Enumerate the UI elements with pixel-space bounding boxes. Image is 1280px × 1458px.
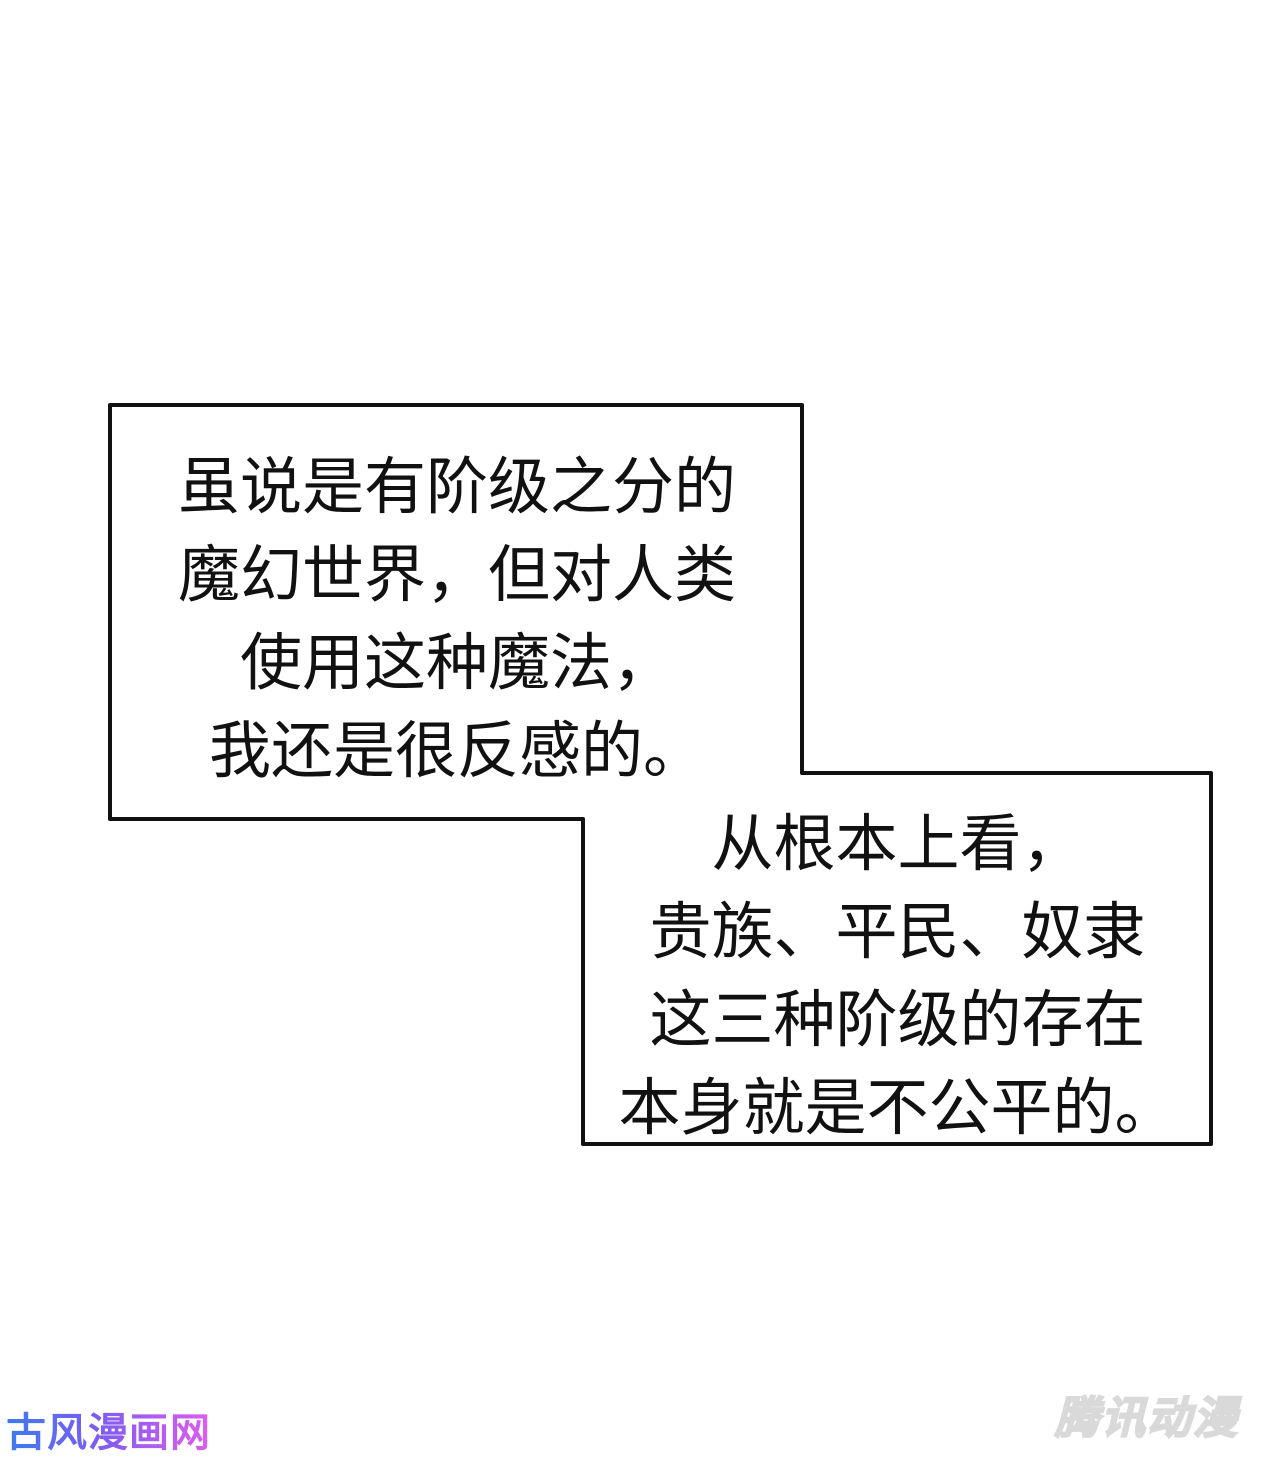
watermark-right: 腾讯动漫 bbox=[1054, 1392, 1239, 1445]
caption-line: 贵族、平民、奴隶 bbox=[649, 895, 1146, 968]
caption-line: 魔幻世界，但对人类 bbox=[177, 538, 736, 611]
caption-line: 使用这种魔法， bbox=[239, 626, 674, 699]
watermark-left: 古风漫画网 bbox=[6, 1400, 211, 1458]
caption-line: 从根本上看， bbox=[711, 807, 1084, 880]
caption-line: 这三种阶级的存在 bbox=[649, 983, 1146, 1056]
caption-line: 虽说是有阶级之分的 bbox=[177, 450, 736, 523]
caption-box-1: 虽说是有阶级之分的 魔幻世界，但对人类 使用这种魔法， 我还是很反感的。 bbox=[112, 443, 802, 795]
caption-box-2: 从根本上看， 贵族、平民、奴隶 这三种阶级的存在 本身就是不公平的。 bbox=[585, 800, 1210, 1152]
caption-line: 本身就是不公平的。 bbox=[618, 1071, 1177, 1144]
caption-line: 我还是很反感的。 bbox=[208, 714, 705, 787]
